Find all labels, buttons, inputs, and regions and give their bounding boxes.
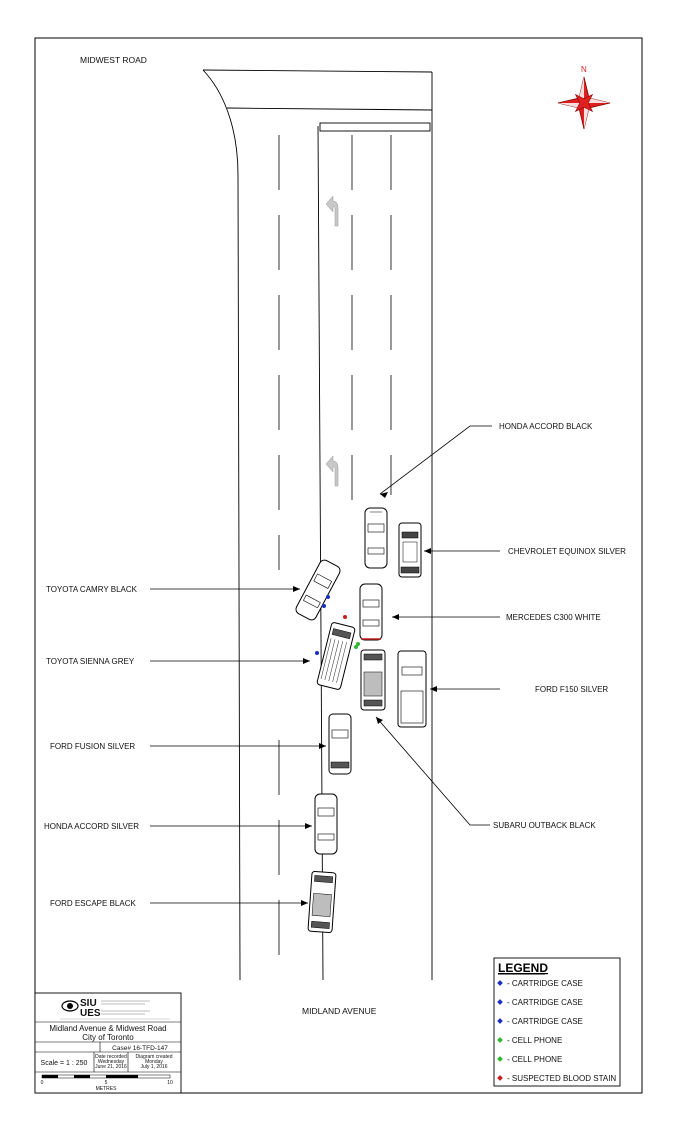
- lane-markings: [278, 135, 392, 955]
- vehicle-label: HONDA ACCORD BLACK: [499, 422, 593, 431]
- location-line-2: City of Toronto: [82, 1033, 134, 1042]
- svg-text:- CARTRIDGE CASE: - CARTRIDGE CASE: [507, 998, 583, 1007]
- vehicle-label: TOYOTA CAMRY BLACK: [46, 585, 138, 594]
- date-recorded-date: June 21, 2016: [95, 1064, 127, 1070]
- legend-item: - CARTRIDGE CASE: [497, 979, 583, 988]
- legend-item: - SUSPECTED BLOOD STAIN: [497, 1074, 616, 1083]
- legend-item: - CELL PHONE: [497, 1055, 562, 1064]
- location-line-1: Midland Avenue & Midwest Road: [49, 1024, 166, 1033]
- svg-text:0: 0: [41, 1080, 44, 1086]
- left-turn-arrow-icon: [325, 195, 339, 227]
- legend-item: - CARTRIDGE CASE: [497, 998, 583, 1007]
- case-number: Case# 16-TFD-147: [112, 1045, 168, 1052]
- vehicle-label: SUBARU OUTBACK BLACK: [493, 821, 596, 830]
- date-recorded-day: Wednesday: [98, 1059, 125, 1065]
- blood-stain-marker: [343, 615, 347, 619]
- cell-phone-marker: [354, 645, 358, 649]
- road-label-north: MIDWEST ROAD: [80, 55, 147, 65]
- cartridge-case-marker: [326, 595, 330, 599]
- svg-text:- SUSPECTED BLOOD STAIN: - SUSPECTED BLOOD STAIN: [507, 1074, 616, 1083]
- page-frame: [34, 37, 643, 1094]
- svg-text:10: 10: [167, 1080, 173, 1086]
- svg-text:- CELL PHONE: - CELL PHONE: [507, 1036, 562, 1045]
- title-block: SIU UES Midland Avenue & Midwest Road Ci…: [34, 992, 182, 1094]
- vehicle-ford-escape-black: [307, 870, 337, 934]
- vehicle-honda-accord-black: [364, 507, 388, 569]
- vehicle-label: FORD F150 SILVER: [535, 685, 608, 694]
- vehicle-honda-accord-silver: [314, 793, 338, 855]
- road-geometry: [202, 69, 433, 981]
- leader-arrowheads: [293, 492, 437, 906]
- road-label-south: MIDLAND AVENUE: [302, 1006, 377, 1016]
- vehicle-ford-f150-silver: [397, 650, 427, 728]
- evidence-markers: [315, 595, 360, 655]
- svg-text:5: 5: [105, 1080, 108, 1086]
- vehicle-toyota-camry-black: [295, 559, 341, 621]
- vehicle-label: TOYOTA SIENNA GREY: [46, 657, 135, 666]
- scale-bar: 0 5 10 METRES: [41, 1074, 173, 1092]
- vehicle-subaru-outback-black: [360, 649, 386, 711]
- date-recorded-label: Date recorded: [95, 1054, 127, 1060]
- cartridge-case-marker: [315, 651, 319, 655]
- legend-item: - CARTRIDGE CASE: [497, 1017, 583, 1026]
- compass-north-label: N: [581, 65, 587, 74]
- legend-item: - CELL PHONE: [497, 1036, 562, 1045]
- legend-title: LEGEND: [498, 961, 548, 975]
- vehicle-toyota-sienna-grey: [316, 622, 356, 690]
- diagram-created-day: Monday: [145, 1059, 163, 1065]
- vehicle-label: MERCEDES C300 WHITE: [506, 613, 601, 622]
- vehicle-ford-fusion-silver: [328, 713, 352, 775]
- north-arrow-icon: N: [557, 65, 611, 130]
- vehicle-mercedes-c300-white: [359, 583, 383, 641]
- scale-text: Scale = 1 : 250: [41, 1060, 88, 1067]
- vehicle-label: FORD ESCAPE BLACK: [50, 899, 136, 908]
- cartridge-case-marker: [322, 604, 326, 608]
- vehicle-label: CHEVROLET EQUINOX SILVER: [508, 547, 626, 556]
- svg-text:- CARTRIDGE CASE: - CARTRIDGE CASE: [507, 979, 583, 988]
- cell-phone-marker: [356, 642, 360, 646]
- svg-text:METRES: METRES: [96, 1086, 118, 1092]
- vehicle-chevrolet-equinox-silver: [398, 522, 422, 578]
- vehicle-label: FORD FUSION SILVER: [50, 742, 135, 751]
- siu-logo: SIU UES: [60, 998, 170, 1020]
- diagram-created-label: Diagram created: [136, 1054, 173, 1060]
- svg-text:- CELL PHONE: - CELL PHONE: [507, 1055, 562, 1064]
- left-turn-arrow-icon: [325, 455, 339, 487]
- diagram-created-date: July 1, 2016: [141, 1064, 168, 1070]
- legend: LEGEND - CARTRIDGE CASE - CARTRIDGE CASE…: [493, 957, 621, 1087]
- leader-lines: [150, 425, 500, 904]
- svg-text:- CARTRIDGE CASE: - CARTRIDGE CASE: [507, 1017, 583, 1026]
- vehicle-label: HONDA ACCORD SILVER: [44, 822, 139, 831]
- svg-text:UES: UES: [80, 1008, 101, 1019]
- svg-text:SIU: SIU: [80, 998, 97, 1009]
